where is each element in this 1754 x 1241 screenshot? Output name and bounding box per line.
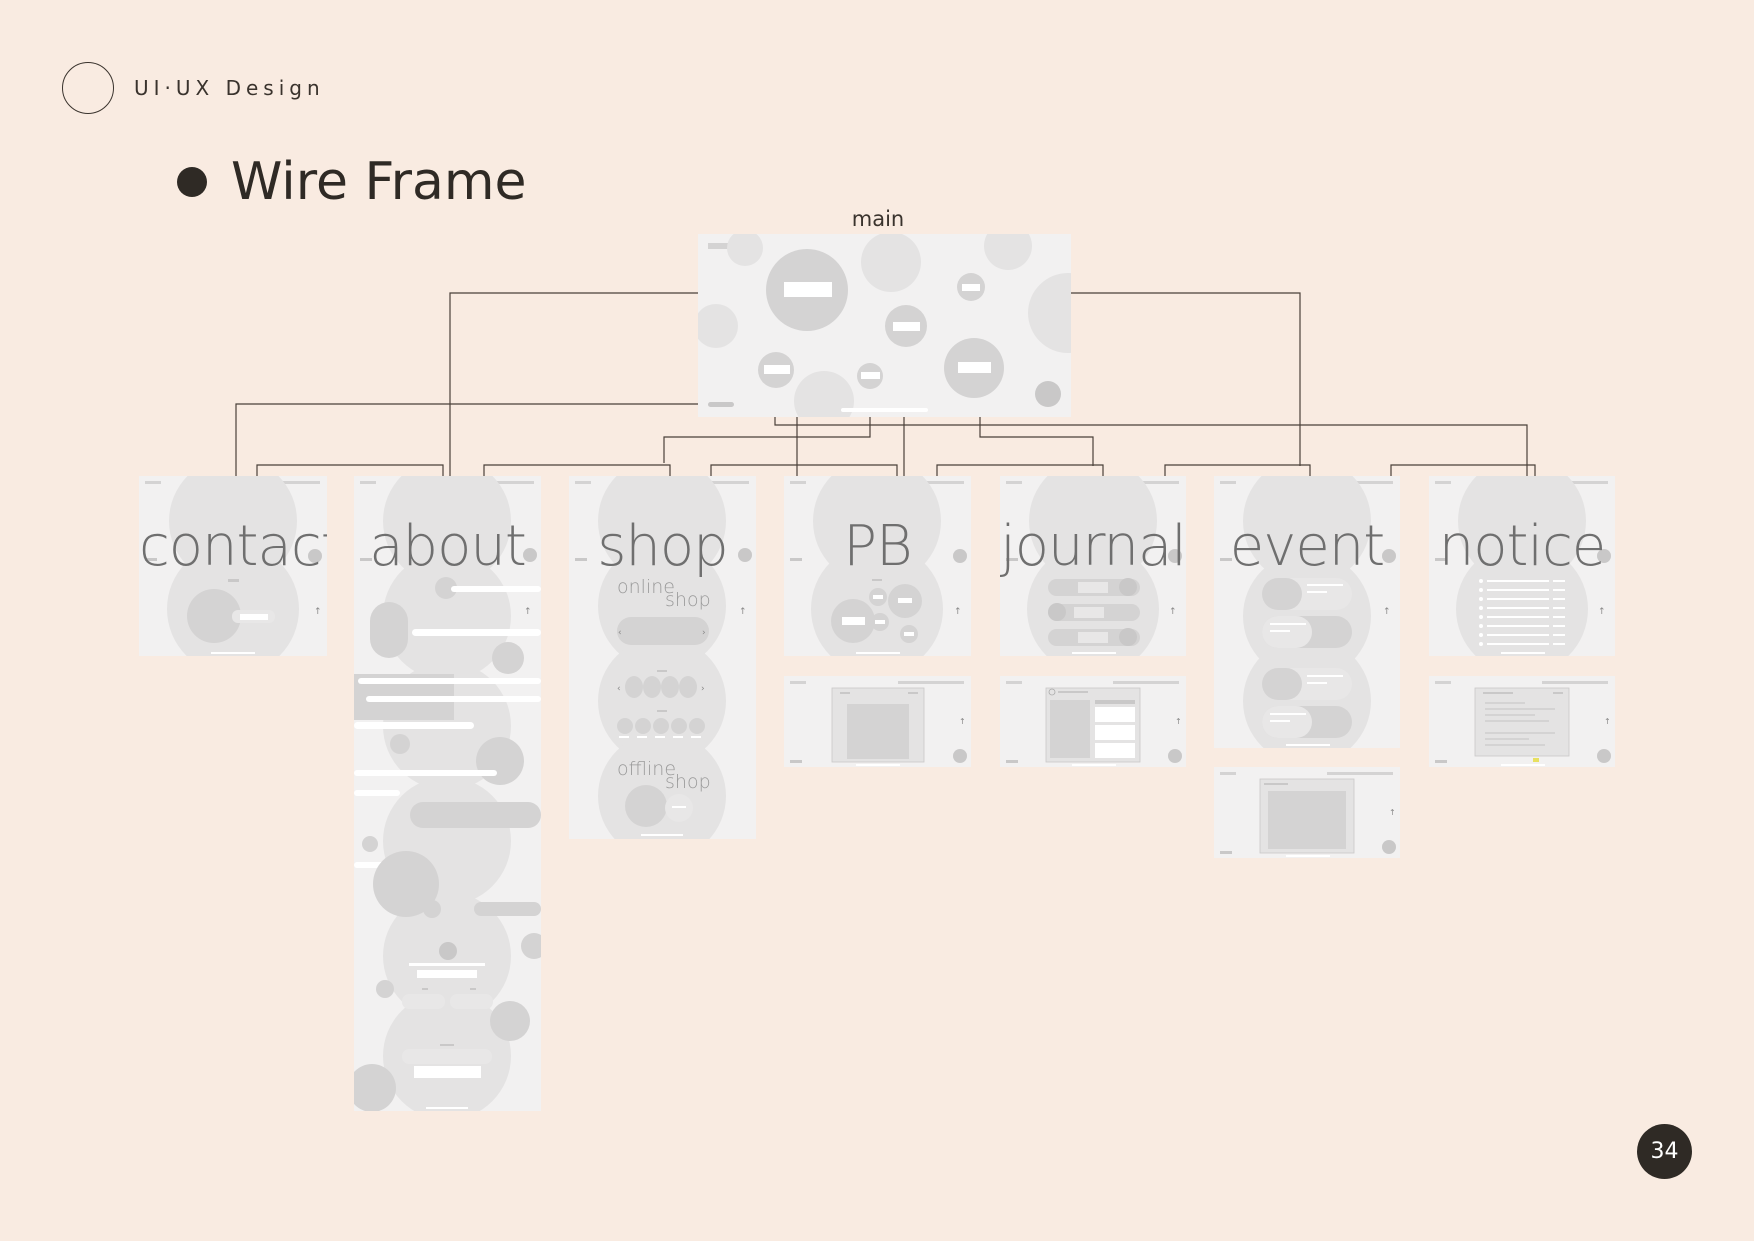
pb-detail-wireframe: ↑ xyxy=(784,676,971,767)
svg-text:↑: ↑ xyxy=(1598,607,1606,617)
event-wireframe: ↑ event xyxy=(1214,476,1400,748)
svg-text:↑: ↑ xyxy=(524,607,532,617)
page-number-badge: 34 xyxy=(1637,1124,1692,1179)
shop-sub-offline: offline xyxy=(617,758,677,780)
svg-text:↑: ↑ xyxy=(1389,808,1396,817)
svg-text:↑: ↑ xyxy=(739,607,747,617)
svg-text:↑: ↑ xyxy=(954,607,962,617)
logo-circle xyxy=(62,62,114,114)
shop-sub-online: online xyxy=(617,576,675,598)
svg-text:‹: ‹ xyxy=(618,628,622,638)
category-label-shop: shop xyxy=(597,514,728,579)
category-label-event: event xyxy=(1229,514,1386,579)
about-wireframe: ↑ about xyxy=(354,476,541,1111)
svg-text:↑: ↑ xyxy=(1604,717,1611,726)
notice-detail-wireframe: ↑ xyxy=(1429,676,1615,767)
contact-wireframe: ↑ contact xyxy=(139,476,327,656)
pb-wireframe: ↑ PB xyxy=(784,476,971,656)
category-label-notice: notice xyxy=(1438,514,1607,579)
category-label-journal: journal xyxy=(1000,514,1186,579)
svg-text:↑: ↑ xyxy=(1169,607,1177,617)
svg-text:›: › xyxy=(701,684,705,694)
shop-wireframe: ↑ ‹ › ‹ › shop online shop offline shop xyxy=(569,476,756,839)
svg-text:›: › xyxy=(702,628,706,638)
header-label: UI·UX Design xyxy=(134,76,325,100)
title-bullet-icon xyxy=(177,167,207,197)
shop-sub-offline-shop: shop xyxy=(665,771,711,793)
main-frame-label: main xyxy=(851,207,905,231)
svg-text:↑: ↑ xyxy=(959,717,966,726)
category-label-about: about xyxy=(369,514,527,579)
page-title: Wire Frame xyxy=(231,152,527,212)
svg-text:↑: ↑ xyxy=(1175,717,1182,726)
journal-wireframe: ↑ journal xyxy=(1000,476,1186,656)
category-label-pb: PB xyxy=(843,514,912,579)
svg-text:↑: ↑ xyxy=(1383,607,1391,617)
category-label-contact: contact xyxy=(139,514,327,579)
journal-detail-wireframe: ↑ xyxy=(1000,676,1186,767)
notice-wireframe: ↑ notice xyxy=(1429,476,1615,656)
svg-text:↑: ↑ xyxy=(314,607,322,617)
shop-sub-online-shop: shop xyxy=(665,589,711,611)
event-detail-wireframe: ↑ xyxy=(1214,767,1400,858)
svg-text:‹: ‹ xyxy=(617,684,621,694)
main-wireframe xyxy=(698,234,1071,417)
